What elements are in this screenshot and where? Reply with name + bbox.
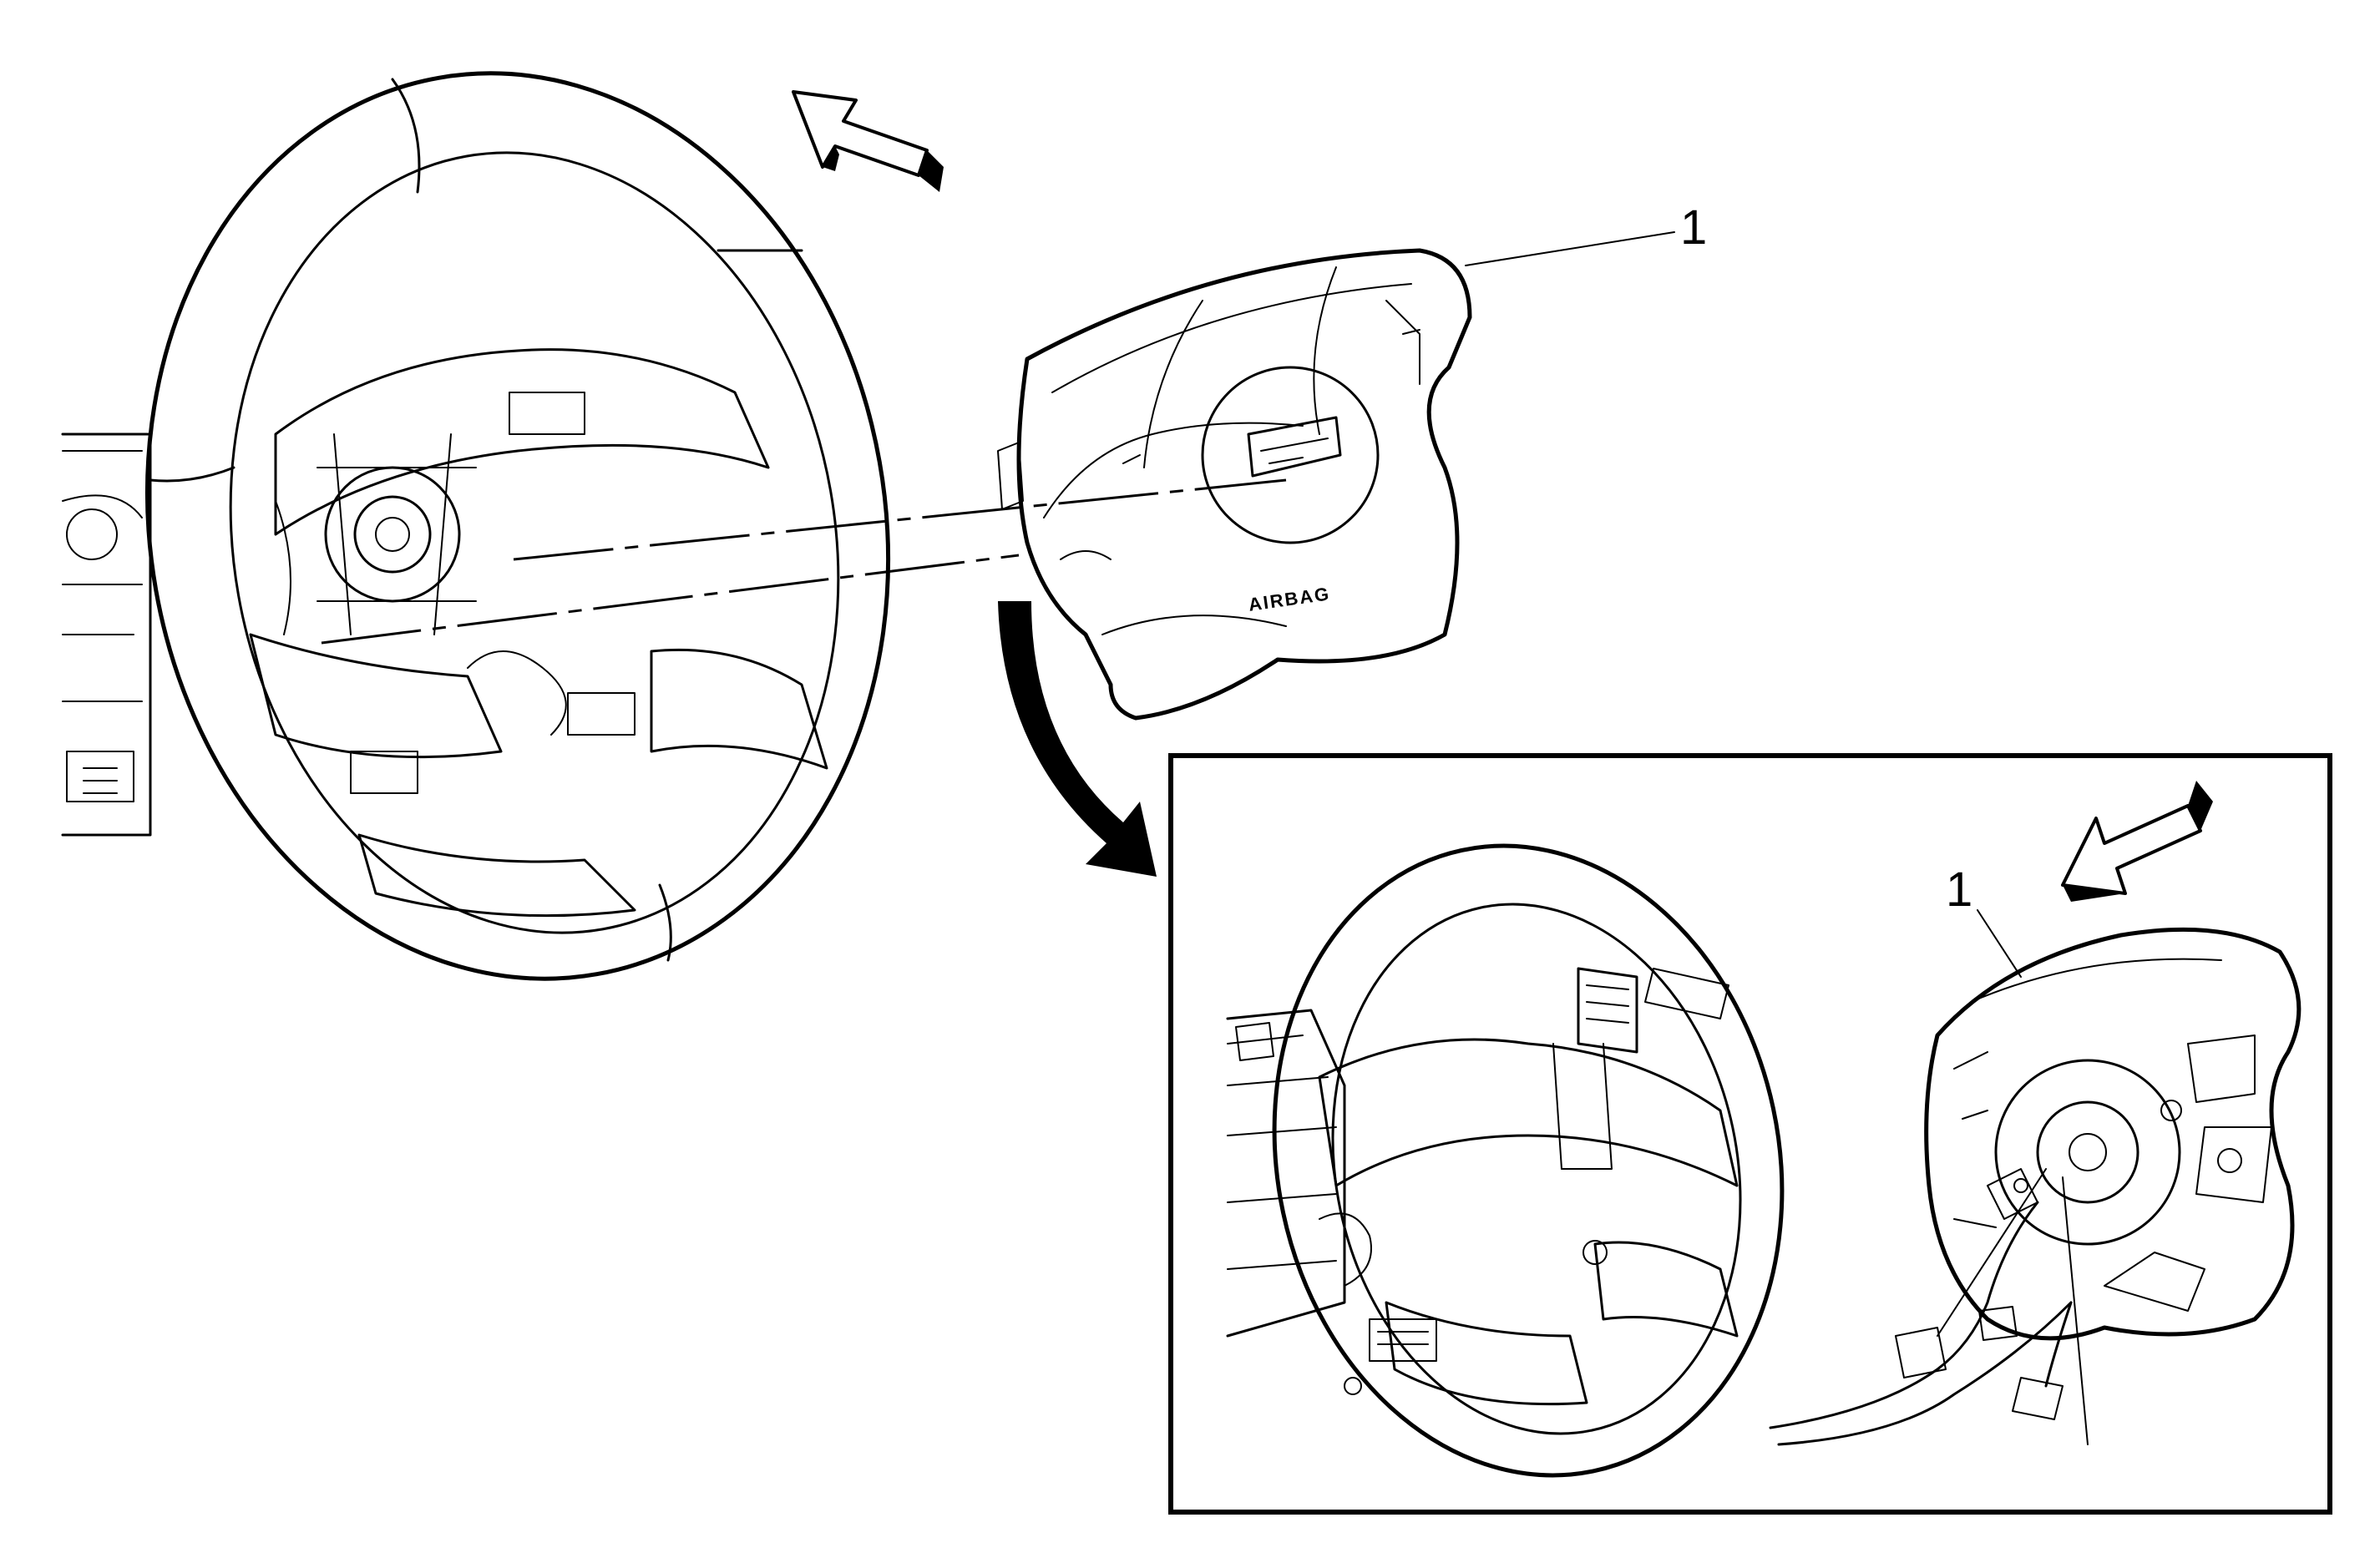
callout-detail: 1	[1946, 862, 1972, 917]
detail-airbag-back	[1924, 927, 2302, 1341]
wiring-harness	[1769, 1201, 2073, 1446]
leader-line-main	[1465, 231, 1675, 266]
detail-inset: 1	[1168, 753, 2332, 1515]
direction-arrow-top	[792, 90, 944, 192]
detail-steering-wheel	[1226, 843, 1785, 1478]
alignment-lines	[321, 478, 1287, 645]
detail-pointer-line-a	[1937, 1168, 2047, 1337]
direction-arrow-detail	[2061, 781, 2213, 902]
callout-main: 1	[1680, 200, 1707, 255]
main-steering-wheel	[61, 71, 891, 981]
emblem-text: AIRBAG	[1247, 583, 1331, 615]
detail-pointer-line-b	[2062, 1176, 2089, 1445]
leader-line-detail	[1977, 909, 2022, 978]
detail-pointer-arrow	[998, 601, 1157, 877]
